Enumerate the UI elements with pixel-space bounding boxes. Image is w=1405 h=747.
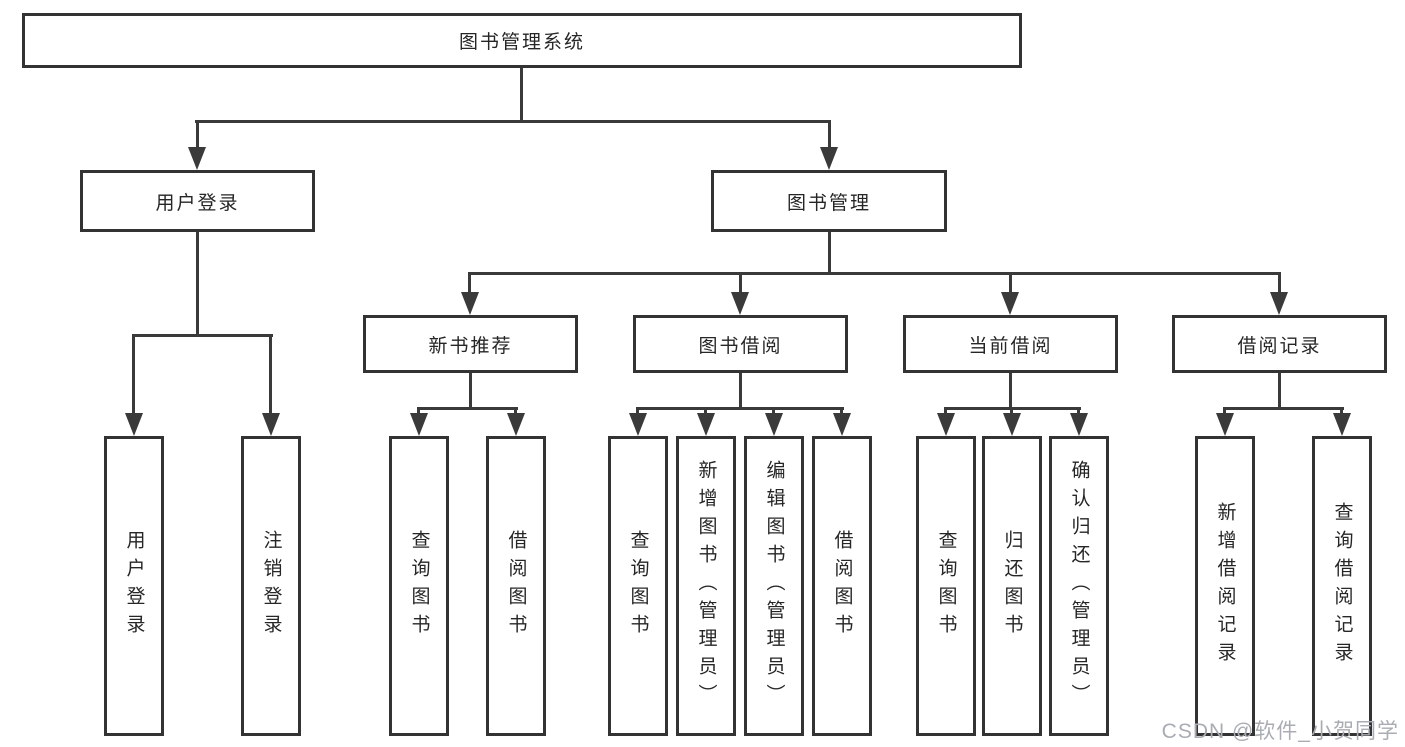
leaf-borrow-books-recommend: 借阅图书 xyxy=(486,436,546,736)
arrowhead-icon xyxy=(262,413,280,436)
node-label: 用户登录 xyxy=(155,192,240,214)
arrowhead-icon xyxy=(188,147,206,170)
leaf-edit-book-admin: 编辑图书（管理员） xyxy=(744,436,804,736)
leaf-query-books-recommend: 查询图书 xyxy=(389,436,449,736)
connector-leaf-drop xyxy=(704,407,707,417)
arrowhead-icon xyxy=(1003,413,1021,436)
arrowhead-icon xyxy=(697,413,715,436)
connector-root-stem xyxy=(520,66,523,122)
connector-user-login-stem xyxy=(196,230,199,337)
leaf-label: 用户登录 xyxy=(123,530,145,642)
arrowhead-icon xyxy=(629,413,647,436)
leaf-label: 查询借阅记录 xyxy=(1331,502,1353,670)
connector-to-new-book-recommend xyxy=(468,272,471,295)
arrowhead-icon xyxy=(461,292,479,315)
connector-leaf-drop xyxy=(944,407,947,417)
leaf-query-books-current: 查询图书 xyxy=(916,436,976,736)
connector-to-current-borrow xyxy=(1009,272,1012,295)
leaf-label: 新增借阅记录 xyxy=(1214,502,1236,670)
connector-current-borrow-stem xyxy=(1009,371,1012,410)
arrowhead-icon xyxy=(833,413,851,436)
leaf-label: 归还图书 xyxy=(1001,530,1023,642)
leaf-borrow-books: 借阅图书 xyxy=(812,436,872,736)
leaf-label: 新增图书（管理员） xyxy=(695,460,717,712)
connector-to-borrow-records xyxy=(1278,272,1281,295)
connector-to-leaf-user-login xyxy=(132,334,135,416)
connector-to-book-management xyxy=(828,120,831,148)
connector-leaf-drop xyxy=(1340,407,1343,417)
connector-borrow-records-stem xyxy=(1278,371,1281,410)
arrowhead-icon xyxy=(1270,292,1288,315)
arrowhead-icon xyxy=(765,413,783,436)
arrowhead-icon xyxy=(1216,413,1234,436)
node-label: 图书借阅 xyxy=(698,335,783,357)
node-new-book-recommend: 新书推荐 xyxy=(363,315,578,373)
leaf-add-book-admin: 新增图书（管理员） xyxy=(676,436,736,736)
arrowhead-icon xyxy=(1001,292,1019,315)
arrowhead-icon xyxy=(1070,413,1088,436)
arrowhead-icon xyxy=(937,413,955,436)
leaf-query-books-borrow: 查询图书 xyxy=(608,436,668,736)
arrowhead-icon xyxy=(507,413,525,436)
connector-leaf-drop xyxy=(1223,407,1226,417)
connector-to-book-borrow xyxy=(739,272,742,295)
connector-book-borrow-rail xyxy=(636,407,844,410)
leaf-label: 借阅图书 xyxy=(831,530,853,642)
leaf-query-borrow-record: 查询借阅记录 xyxy=(1312,436,1372,736)
connector-level2-rail xyxy=(468,272,1281,275)
arrowhead-icon xyxy=(1333,413,1351,436)
leaf-confirm-return-admin: 确认归还（管理员） xyxy=(1049,436,1109,736)
connector-leaf-drop xyxy=(636,407,639,417)
node-label: 图书管理 xyxy=(786,192,871,214)
leaf-user-login: 用户登录 xyxy=(104,436,164,736)
connector-book-borrow-stem xyxy=(739,371,742,410)
leaf-label: 注销登录 xyxy=(260,530,282,642)
connector-leaf-drop xyxy=(840,407,843,417)
connector-book-management-stem xyxy=(828,230,831,275)
node-current-borrow: 当前借阅 xyxy=(903,315,1118,373)
leaf-return-book: 归还图书 xyxy=(982,436,1042,736)
connector-leaf-drop xyxy=(417,407,420,417)
arrowhead-icon xyxy=(125,413,143,436)
node-user-login: 用户登录 xyxy=(80,170,315,232)
leaf-label: 编辑图书（管理员） xyxy=(763,460,785,712)
node-label: 图书管理系统 xyxy=(458,32,585,53)
node-label: 新书推荐 xyxy=(428,335,513,357)
node-label: 当前借阅 xyxy=(968,335,1053,357)
node-label: 借阅记录 xyxy=(1237,335,1322,357)
node-borrow-records: 借阅记录 xyxy=(1172,315,1387,373)
watermark: CSDN @软件_小贺同学 xyxy=(1161,720,1399,743)
connector-borrow-records-rail xyxy=(1223,407,1344,410)
leaf-label: 确认归还（管理员） xyxy=(1068,460,1090,712)
connector-user-login-rail xyxy=(132,334,273,337)
leaf-logout: 注销登录 xyxy=(241,436,301,736)
node-book-borrow: 图书借阅 xyxy=(633,315,848,373)
arrowhead-icon xyxy=(731,292,749,315)
arrowhead-icon xyxy=(410,413,428,436)
connector-level1-rail xyxy=(195,120,831,123)
leaf-add-borrow-record: 新增借阅记录 xyxy=(1195,436,1255,736)
connector-new-book-recommend-rail xyxy=(417,407,518,410)
leaf-label: 查询图书 xyxy=(408,530,430,642)
node-library-management-system: 图书管理系统 xyxy=(22,13,1022,68)
leaf-label: 借阅图书 xyxy=(505,530,527,642)
connector-to-user-login xyxy=(196,120,199,148)
connector-to-leaf-logout xyxy=(269,334,272,416)
leaf-label: 查询图书 xyxy=(627,530,649,642)
connector-leaf-drop xyxy=(1010,407,1013,417)
connector-leaf-drop xyxy=(772,407,775,417)
connector-leaf-drop xyxy=(514,407,517,417)
node-book-management: 图书管理 xyxy=(711,170,947,232)
connector-leaf-drop xyxy=(1077,407,1080,417)
arrowhead-icon xyxy=(820,147,838,170)
leaf-label: 查询图书 xyxy=(935,530,957,642)
connector-new-book-recommend-stem xyxy=(469,371,472,410)
